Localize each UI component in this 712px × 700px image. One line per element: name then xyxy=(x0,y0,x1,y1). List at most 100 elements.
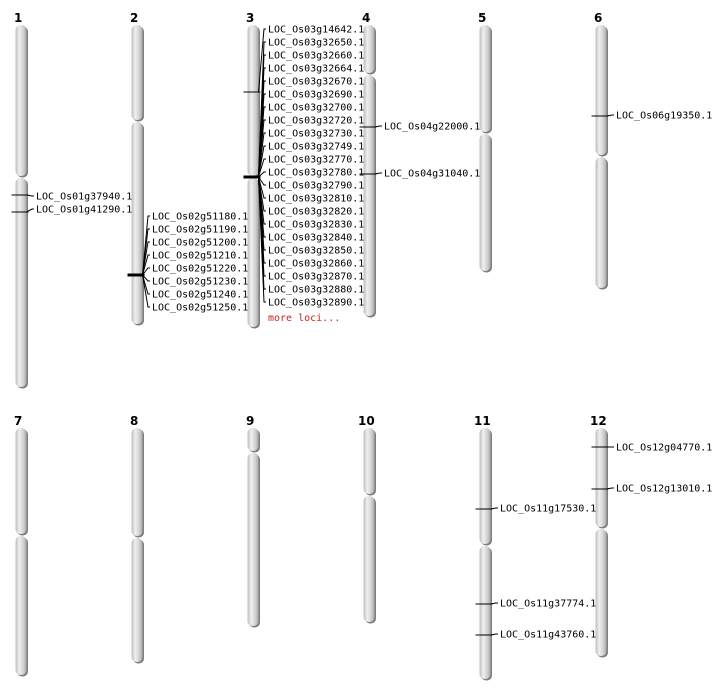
gene-connector xyxy=(142,254,150,276)
chromosome-arm-q xyxy=(247,178,259,327)
gene-label[interactable]: LOC_Os02g51230.1 xyxy=(152,277,248,288)
chromosome-arm-p xyxy=(131,428,143,536)
chromosome-arm-p xyxy=(247,25,259,176)
gene-label[interactable]: LOC_Os03g32770.1 xyxy=(268,155,364,166)
gene-label[interactable]: LOC_Os03g32720.1 xyxy=(268,116,364,127)
chromosome-number: 11 xyxy=(474,414,491,428)
chromosome-arm-p xyxy=(15,25,27,176)
chromosome-arm-q xyxy=(479,546,491,679)
gene-label[interactable]: LOC_Os12g13010.1 xyxy=(616,484,712,495)
chromosome-9: 9 xyxy=(246,414,260,628)
gene-label[interactable]: LOC_Os03g32749.1 xyxy=(268,142,364,153)
gene-connector xyxy=(606,114,614,117)
chromosome-3: 3LOC_Os03g14642.1LOC_Os03g32650.1LOC_Os0… xyxy=(243,11,364,329)
gene-label[interactable]: LOC_Os03g32790.1 xyxy=(268,181,364,192)
gene-label[interactable]: LOC_Os04g31040.1 xyxy=(384,169,480,180)
gene-connector xyxy=(258,145,266,178)
gene-label[interactable]: LOC_Os03g32870.1 xyxy=(268,272,364,283)
chromosome-arm-p xyxy=(595,428,607,527)
chromosome-arm-q xyxy=(131,122,143,324)
chromosome-arm-q xyxy=(479,134,491,271)
gene-connector xyxy=(374,125,382,128)
gene-label[interactable]: LOC_Os03g32690.1 xyxy=(268,90,364,101)
gene-label[interactable]: LOC_Os03g32830.1 xyxy=(268,220,364,231)
chromosome-arm-q xyxy=(363,496,375,622)
gene-label[interactable]: LOC_Os02g51250.1 xyxy=(152,303,248,314)
chromosome-2: 2LOC_Os02g51180.1LOC_Os02g51190.1LOC_Os0… xyxy=(127,11,248,326)
gene-connector xyxy=(258,28,266,93)
chromosome-arm-p xyxy=(15,428,27,534)
gene-connector xyxy=(142,267,150,276)
more-loci-link[interactable]: more loci... xyxy=(268,313,340,324)
gene-label[interactable]: LOC_Os11g17530.1 xyxy=(500,504,596,515)
chromosome-arm-q xyxy=(595,157,607,288)
chromosome-arm-q xyxy=(363,75,375,316)
gene-label[interactable]: LOC_Os02g51220.1 xyxy=(152,264,248,275)
chromosome-arm-p xyxy=(131,25,143,120)
chromosome-arm-p xyxy=(595,25,607,155)
chromosome-number: 12 xyxy=(590,414,607,428)
gene-label[interactable]: LOC_Os03g32860.1 xyxy=(268,259,364,270)
gene-label[interactable]: LOC_Os03g32820.1 xyxy=(268,207,364,218)
gene-label[interactable]: LOC_Os04g22000.1 xyxy=(384,122,480,133)
gene-connector xyxy=(258,176,266,186)
chromosome-number: 7 xyxy=(14,414,22,428)
gene-label[interactable]: LOC_Os02g51240.1 xyxy=(152,290,248,301)
gene-label[interactable]: LOC_Os02g51180.1 xyxy=(152,212,248,223)
gene-label[interactable]: LOC_Os01g37940.1 xyxy=(36,192,132,203)
chromosome-10: 10 xyxy=(358,414,376,624)
gene-label[interactable]: LOC_Os12g04770.1 xyxy=(616,443,712,454)
chromosome-number: 2 xyxy=(130,11,138,25)
gene-label[interactable]: LOC_Os03g14642.1 xyxy=(268,25,364,36)
chromosome-number: 3 xyxy=(246,11,254,25)
gene-connector xyxy=(258,171,266,178)
gene-connector xyxy=(258,132,266,178)
chromosome-number: 4 xyxy=(362,11,370,25)
chromosome-arm-q xyxy=(15,536,27,675)
chromosome-arm-q xyxy=(131,538,143,662)
chromosome-number: 9 xyxy=(246,414,254,428)
chromosome-arm-p xyxy=(363,428,375,494)
gene-label[interactable]: LOC_Os02g51190.1 xyxy=(152,225,248,236)
gene-connector xyxy=(142,274,150,308)
gene-connector xyxy=(258,158,266,178)
gene-label[interactable]: LOC_Os03g32650.1 xyxy=(268,38,364,49)
gene-label[interactable]: LOC_Os02g51200.1 xyxy=(152,238,248,249)
gene-label[interactable]: LOC_Os03g32850.1 xyxy=(268,246,364,257)
gene-connector xyxy=(142,215,150,276)
gene-label[interactable]: LOC_Os03g32890.1 xyxy=(268,298,364,309)
gene-label[interactable]: LOC_Os03g32840.1 xyxy=(268,233,364,244)
gene-label[interactable]: LOC_Os03g32660.1 xyxy=(268,51,364,62)
gene-connector xyxy=(490,602,498,605)
gene-connector xyxy=(142,241,150,276)
gene-label[interactable]: LOC_Os11g37774.1 xyxy=(500,599,596,610)
gene-label[interactable]: LOC_Os03g32700.1 xyxy=(268,103,364,114)
gene-connector xyxy=(374,172,382,175)
chromosome-number: 8 xyxy=(130,414,138,428)
gene-label[interactable]: LOC_Os03g32730.1 xyxy=(268,129,364,140)
gene-connector xyxy=(606,487,614,490)
chromosome-arm-q xyxy=(15,178,27,387)
gene-label[interactable]: LOC_Os03g32670.1 xyxy=(268,77,364,88)
gene-label[interactable]: LOC_Os03g32880.1 xyxy=(268,285,364,296)
chromosome-7: 7 xyxy=(14,414,28,677)
gene-connector xyxy=(490,633,498,636)
gene-connector xyxy=(142,228,150,276)
gene-connector xyxy=(258,119,266,178)
gene-label[interactable]: LOC_Os11g43760.1 xyxy=(500,630,596,641)
gene-connector xyxy=(258,176,266,199)
gene-connector xyxy=(490,507,498,510)
gene-label[interactable]: LOC_Os03g32810.1 xyxy=(268,194,364,205)
chromosome-5: 5 xyxy=(478,11,492,273)
chromosome-arm-q xyxy=(247,453,259,626)
gene-label[interactable]: LOC_Os02g51210.1 xyxy=(152,251,248,262)
gene-label[interactable]: LOC_Os03g32664.1 xyxy=(268,64,364,75)
gene-connector xyxy=(142,274,150,282)
gene-label[interactable]: LOC_Os03g32780.1 xyxy=(268,168,364,179)
gene-connector xyxy=(142,274,150,295)
gene-label[interactable]: LOC_Os01g41290.1 xyxy=(36,205,132,216)
gene-label[interactable]: LOC_Os06g19350.1 xyxy=(616,111,712,122)
